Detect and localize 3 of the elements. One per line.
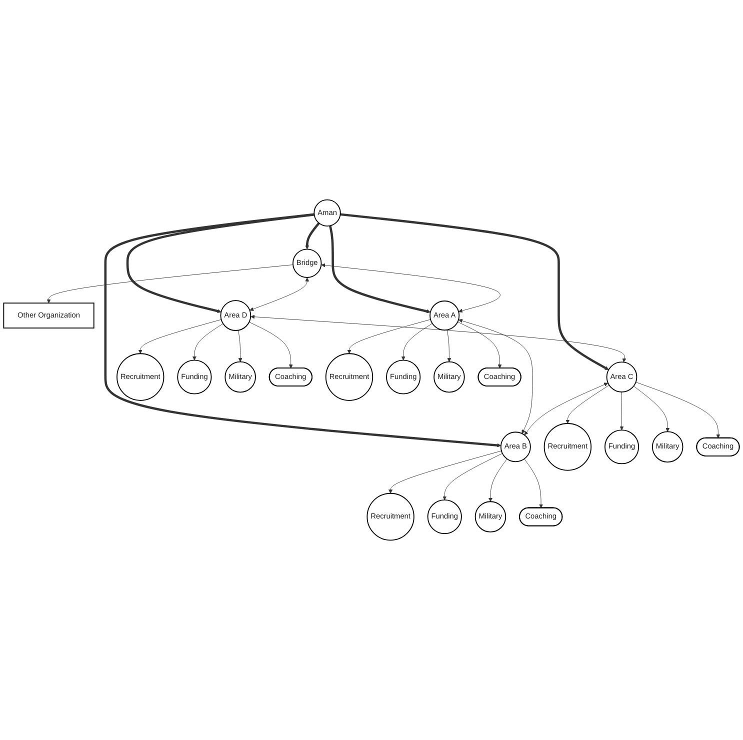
arrow: [126, 213, 314, 314]
arrow: [305, 222, 320, 250]
arrow: [329, 226, 431, 314]
